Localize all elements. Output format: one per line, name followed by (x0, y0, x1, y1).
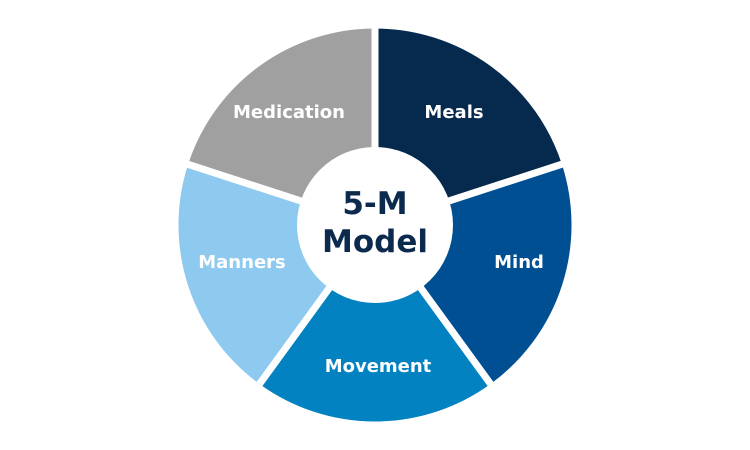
segment-label-mind: Mind (494, 252, 544, 273)
center-title-line2: Model (322, 224, 428, 260)
center-title-line1: 5-M (342, 186, 407, 222)
segment-label-movement: Movement (325, 356, 432, 377)
labels-layer: Meals Mind Movement Manners Medication (198, 102, 544, 377)
segment-label-manners: Manners (198, 252, 286, 273)
segment-label-medication: Medication (233, 102, 345, 123)
center-circle (297, 147, 453, 303)
segment-label-meals: Meals (424, 102, 483, 123)
